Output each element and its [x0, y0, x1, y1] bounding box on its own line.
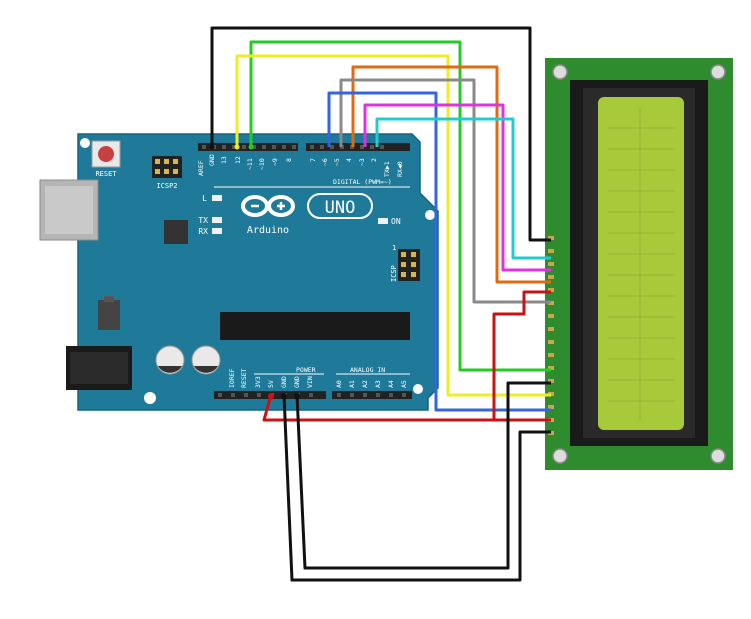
led-l — [212, 195, 222, 201]
usb-chip — [164, 220, 188, 244]
wire-yellow — [235, 54, 551, 397]
pin-label-a4: A4 — [387, 380, 395, 388]
wire-black-gnd3 — [295, 381, 551, 570]
led-on-label: ON — [391, 217, 401, 226]
wire-red-5v — [262, 290, 551, 422]
pin-label-3: ~3 — [358, 158, 366, 166]
icsp-pin1-label: 1 — [392, 244, 396, 252]
pin-label-11: ~11 — [246, 158, 254, 170]
board-mount-hole — [413, 384, 423, 394]
wire-endpoints — [209, 144, 300, 399]
bottom-pin-sockets — [218, 393, 406, 397]
led-tx — [212, 217, 222, 223]
power-label: POWER — [296, 366, 316, 374]
mcu-chip — [220, 312, 410, 340]
wire-blue — [327, 91, 551, 412]
lcd-mount-hole — [552, 64, 568, 80]
pin-label-vin: VIN — [306, 376, 314, 388]
wire-black-gnd — [210, 26, 551, 242]
wires — [209, 26, 551, 582]
voltage-regulator-tab — [104, 296, 114, 302]
wire-cyan — [375, 117, 551, 260]
analog-label: ANALOG IN — [350, 366, 385, 374]
power-jack-face — [70, 352, 128, 384]
reset-label: RESET — [95, 170, 117, 178]
pin-label-10: ~10 — [258, 158, 266, 170]
pin-label-6: ~6 — [321, 158, 329, 166]
pin-label-gnd: GND — [208, 154, 216, 166]
board-mount-hole — [144, 392, 156, 404]
lcd-character-grid — [608, 108, 675, 420]
icsp-pins — [401, 252, 416, 277]
wire-gray — [339, 78, 551, 304]
pin-label-ioref: IOREF — [228, 368, 236, 388]
pin-label-7: 7 — [309, 158, 317, 162]
pin-label-0: RX◀0 — [396, 161, 404, 177]
pin-label-1: TX▶1 — [383, 161, 391, 177]
pin-label-13: 13 — [220, 156, 228, 164]
capacitor-mark — [194, 366, 218, 373]
lcd-screen — [598, 97, 684, 430]
led-on — [378, 218, 388, 224]
pin-label-2: 2 — [370, 158, 378, 162]
pin-label-gnd1: GND — [280, 376, 288, 388]
voltage-regulator — [98, 300, 120, 330]
pin-label-8: 8 — [285, 158, 293, 162]
wire-black-gnd2 — [282, 394, 551, 582]
icsp2-label: ICSP2 — [156, 182, 177, 190]
lcd-mount-hole — [552, 448, 568, 464]
arduino-logo — [241, 193, 373, 219]
pin-label-a0: A0 — [335, 380, 343, 388]
pin-label-a5: A5 — [400, 380, 408, 388]
icsp-label: ICSP — [390, 265, 398, 282]
lcd-mount-hole — [710, 64, 726, 80]
pin-label-12: 12 — [234, 156, 242, 164]
pin-label-3v3: 3V3 — [254, 376, 262, 388]
pin-label-a2: A2 — [361, 380, 369, 388]
pin-label-a3: A3 — [374, 380, 382, 388]
digital-header-left — [198, 143, 298, 151]
led-rx-label: RX — [198, 227, 208, 236]
pin-label-4: 4 — [345, 158, 353, 162]
pin-label-aref: AREF — [197, 160, 205, 176]
pin-label-5: ~5 — [333, 158, 341, 166]
pin-label-9: ~9 — [271, 158, 279, 166]
icsp2-pins — [155, 159, 178, 174]
lcd-mount-hole — [710, 448, 726, 464]
pin-label-gnd2: GND — [293, 376, 301, 388]
digital-label: DIGITAL (PWM=~) — [333, 178, 392, 186]
brand-label: Arduino — [247, 225, 289, 236]
board-mount-hole — [425, 210, 435, 220]
analog-header — [332, 391, 412, 399]
digital-header-right — [306, 143, 410, 151]
lcd-module — [545, 58, 733, 470]
led-l-label: L — [202, 194, 207, 203]
pin-label-5v: 5V — [267, 380, 275, 388]
reset-button-cap[interactable] — [98, 146, 114, 162]
pin-label-reset: RESET — [240, 368, 248, 388]
arduino-uno-board: RESET ICSP2 UNO Arduino L TX RX ON — [39, 133, 439, 411]
board-pcb — [77, 133, 439, 411]
led-rx — [212, 228, 222, 234]
led-tx-label: TX — [198, 216, 208, 225]
capacitor-mark — [158, 366, 182, 373]
wire-magenta — [363, 103, 551, 272]
usb-connector-face — [45, 186, 93, 234]
wire-green — [249, 40, 551, 372]
pin-label-a1: A1 — [348, 380, 356, 388]
model-label: UNO — [325, 198, 356, 218]
board-mount-hole — [80, 138, 90, 148]
